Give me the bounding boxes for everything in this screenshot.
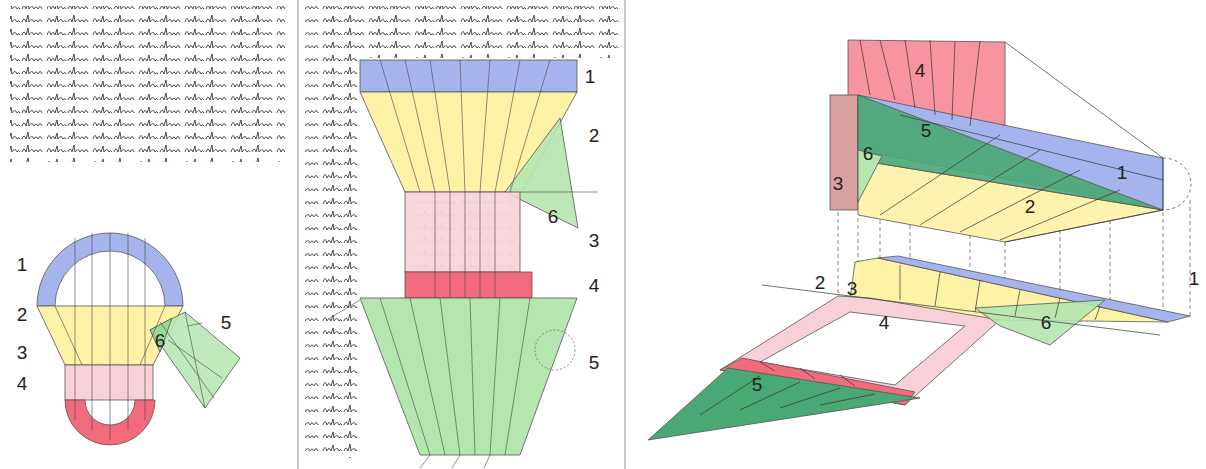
callout-number: 2 [17,305,28,324]
callout-number: 6 [1041,313,1052,332]
callout-number: 4 [589,276,600,295]
callout-number: 2 [815,273,826,292]
callout-number: 3 [847,279,858,298]
callout-number: 2 [1025,197,1036,216]
axonometric-lower [648,256,1190,440]
callout-number: 5 [752,375,763,394]
callout-number: 1 [17,255,28,274]
callout-number: 5 [221,313,232,332]
callout-number: 6 [548,207,559,226]
callout-number: 4 [915,61,926,80]
callout-number: 3 [833,174,844,193]
panel-divider [624,0,626,469]
handwriting [305,6,620,458]
callout-number: 6 [155,331,166,350]
callout-number: 4 [879,313,890,332]
callout-number: 1 [1117,163,1128,182]
callout-number: 1 [585,67,596,86]
left-drawing [37,233,240,445]
panel-divider [297,0,299,469]
handwriting [10,6,285,162]
callout-number: 3 [589,231,600,250]
callout-number: 4 [17,374,28,393]
callout-number: 1 [1189,269,1200,288]
middle-drawing [330,60,598,468]
callout-number: 5 [921,121,932,140]
callout-number: 6 [863,144,874,163]
callout-number: 5 [589,353,600,372]
callout-number: 2 [589,126,600,145]
callout-number: 3 [17,343,28,362]
